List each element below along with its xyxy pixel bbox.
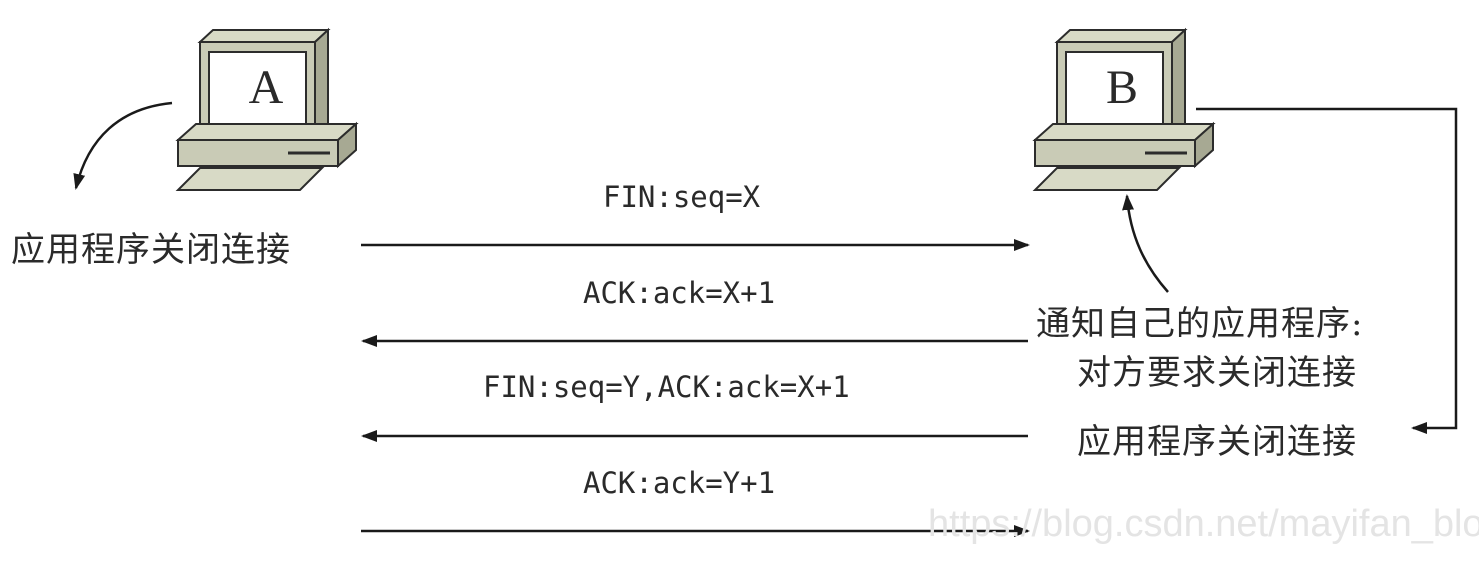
b-close-note: 应用程序关闭连接 — [1077, 422, 1357, 462]
b-notify-note-line2: 对方要求关闭连接 — [1077, 353, 1357, 393]
computer-a-label: A — [249, 61, 284, 114]
watermark: https://blog.csdn.net/mayifan_blo — [928, 503, 1479, 545]
message-label-ack-x1: ACK:ack=X+1 — [583, 276, 776, 310]
b-close-connector-arrow — [1196, 107, 1458, 434]
computer-b-icon — [1032, 27, 1216, 191]
message-label-ack-y1: ACK:ack=Y+1 — [583, 466, 776, 500]
message-label-fin-y-ack: FIN:seq=Y,ACK:ack=X+1 — [483, 370, 850, 404]
computer-a-icon — [175, 27, 359, 191]
a-close-note: 应用程序关闭连接 — [11, 230, 291, 270]
a-close-curved-arrow — [73, 101, 173, 190]
b-notify-note-line1: 通知自己的应用程序: — [1036, 304, 1364, 344]
computer-b-label: B — [1106, 61, 1138, 114]
message-label-fin-x: FIN:seq=X — [603, 180, 761, 214]
b-notify-curved-arrow — [1122, 194, 1169, 293]
